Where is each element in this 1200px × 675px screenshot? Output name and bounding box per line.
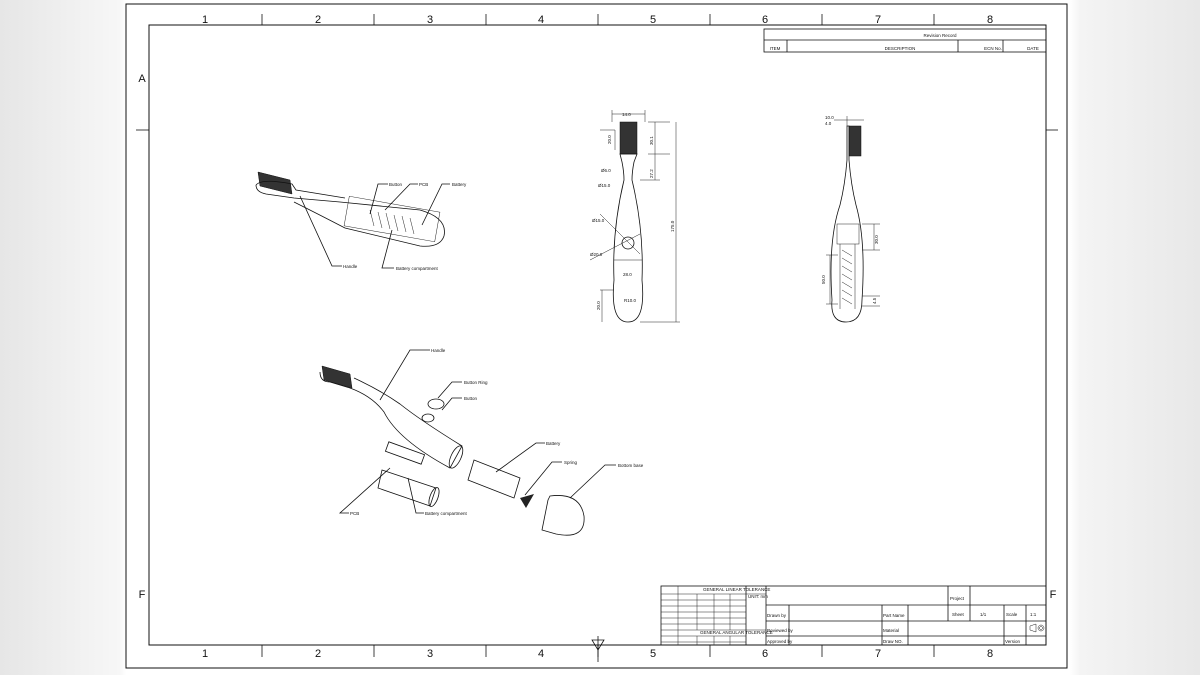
dim-text: 30.0 bbox=[874, 235, 879, 244]
centering-mark bbox=[591, 636, 605, 662]
revision-header-description: DESCRIPTION bbox=[885, 46, 916, 51]
column-label: 6 bbox=[762, 14, 768, 26]
projection-symbol-icon bbox=[1029, 623, 1045, 633]
revision-header-date: DATE bbox=[1027, 46, 1039, 51]
tolerance-title: GENERAL LINEAR TOLERANCE bbox=[703, 587, 770, 592]
drawn-by-label: Drawn by bbox=[767, 613, 787, 618]
dim-text: Ø6.0 bbox=[601, 168, 611, 173]
label-battery: Battery bbox=[452, 182, 467, 187]
front-view: 14.0 20.0 30.1 Ø6.0 27.2 Ø15.0 Ø15.0 Ø20… bbox=[589, 110, 680, 323]
dim-text: Ø15.0 bbox=[598, 183, 611, 188]
revision-header-item: ITEM bbox=[770, 46, 781, 51]
draw-no-label: Draw NO. bbox=[883, 639, 903, 644]
label-spring: Spring bbox=[564, 460, 578, 465]
label-battery-compartment: Battery compartment bbox=[396, 266, 439, 271]
label-button: Button bbox=[464, 396, 478, 401]
revision-header-ecn: ECN No. bbox=[984, 46, 1002, 51]
column-label: 4 bbox=[538, 648, 544, 660]
row-label: A bbox=[138, 73, 146, 85]
dim-text: 30.1 bbox=[649, 136, 654, 145]
title-block: GENERAL LINEAR TOLERANCE GENERAL ANGULAR… bbox=[660, 585, 1047, 646]
sheet-outer-border bbox=[125, 3, 1068, 669]
label-button: Button bbox=[389, 182, 403, 187]
column-label: 5 bbox=[650, 14, 656, 26]
dim-text: Ø15.0 bbox=[592, 218, 605, 223]
dim-text: 27.2 bbox=[649, 169, 654, 178]
column-label: 1 bbox=[202, 648, 208, 660]
label-button-ring: Button Ring bbox=[464, 380, 488, 385]
dim-text: 50.0 bbox=[821, 275, 826, 284]
dim-text: 10.0 bbox=[825, 115, 834, 120]
assembly-section-view: Button PCB Battery Handle Battery compar… bbox=[255, 171, 467, 271]
column-label: 5 bbox=[650, 648, 656, 660]
sheet-inner-border bbox=[148, 24, 1047, 646]
column-label: 7 bbox=[875, 14, 881, 26]
dim-text: 20.0 bbox=[596, 301, 601, 310]
label-battery: Battery bbox=[546, 441, 561, 446]
label-pcb: PCB bbox=[350, 511, 359, 516]
dim-text: R10.0 bbox=[624, 298, 637, 303]
exploded-view: Handle Button Ring Button Battery Spring… bbox=[319, 348, 644, 536]
sheet-label: Sheet bbox=[952, 612, 965, 617]
column-label: 1 bbox=[202, 14, 208, 26]
reviewed-by-label: Reviewed by bbox=[767, 628, 794, 633]
row-label: F bbox=[139, 589, 146, 601]
label-handle: Handle bbox=[343, 264, 358, 269]
revision-record: Revision Record ITEM DESCRIPTION ECN No.… bbox=[763, 28, 1047, 53]
dim-text: 20.0 bbox=[607, 135, 612, 144]
column-label: 3 bbox=[427, 648, 433, 660]
label-pcb: PCB bbox=[419, 182, 428, 187]
label-bottom-base: Bottom base bbox=[618, 463, 644, 468]
dim-text: Ø20.0 bbox=[590, 252, 603, 257]
approved-by-label: Approved by bbox=[767, 639, 793, 644]
column-label: 2 bbox=[315, 14, 321, 26]
column-label: 8 bbox=[987, 648, 993, 660]
column-label: 6 bbox=[762, 648, 768, 660]
label-battery-compartment: Battery compartment bbox=[425, 511, 468, 516]
dim-text: 175.0 bbox=[670, 220, 675, 232]
scale-value: 1:1 bbox=[1030, 612, 1037, 617]
part-name-label: Part Name bbox=[883, 613, 905, 618]
unit-label: UNIT: mm bbox=[748, 594, 768, 599]
label-handle: Handle bbox=[431, 348, 446, 353]
dim-text: 14.0 bbox=[622, 112, 631, 117]
column-label: 4 bbox=[538, 14, 544, 26]
column-label: 8 bbox=[987, 14, 993, 26]
project-label: Project bbox=[950, 596, 965, 601]
row-label: F bbox=[1050, 589, 1057, 601]
version-label: Version bbox=[1005, 639, 1021, 644]
brush-head bbox=[257, 171, 293, 195]
column-label: 3 bbox=[427, 14, 433, 26]
material-label: Material bbox=[883, 628, 899, 633]
dim-text: 4.0 bbox=[825, 121, 832, 126]
sheet-value: 1/1 bbox=[980, 612, 987, 617]
scale-label: Scale bbox=[1006, 612, 1018, 617]
dim-text: 4.5 bbox=[872, 297, 877, 304]
dim-text: 28.0 bbox=[623, 272, 632, 277]
angular-tolerance-title: GENERAL ANGULAR TOLERANCE bbox=[700, 630, 773, 635]
column-label: 7 bbox=[875, 648, 881, 660]
column-label: 2 bbox=[315, 648, 321, 660]
side-section-view: 10.0 4.0 30.0 50.0 4.5 bbox=[821, 115, 880, 323]
revision-record-title: Revision Record bbox=[923, 33, 957, 38]
column-ticks bbox=[136, 14, 1058, 657]
